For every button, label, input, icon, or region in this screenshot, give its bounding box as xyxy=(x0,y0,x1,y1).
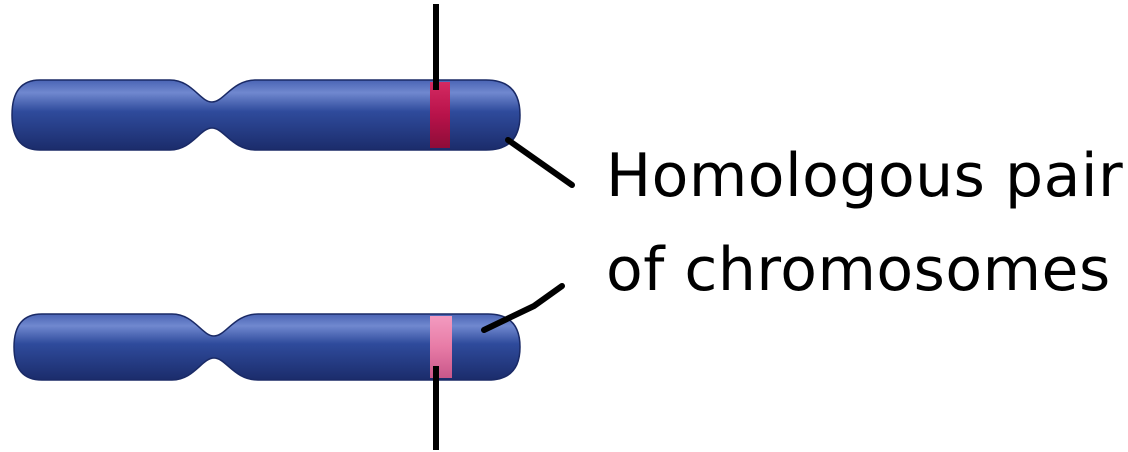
label-line-1: Homologous pair xyxy=(606,146,1123,206)
bottom-chromosome xyxy=(14,314,520,450)
top-gene-band xyxy=(430,82,450,148)
pointer-line-bottom xyxy=(484,286,562,330)
pointer-line-top xyxy=(508,140,572,185)
top-chromosome xyxy=(12,4,520,150)
label-line-2: of chromosomes xyxy=(606,240,1111,300)
